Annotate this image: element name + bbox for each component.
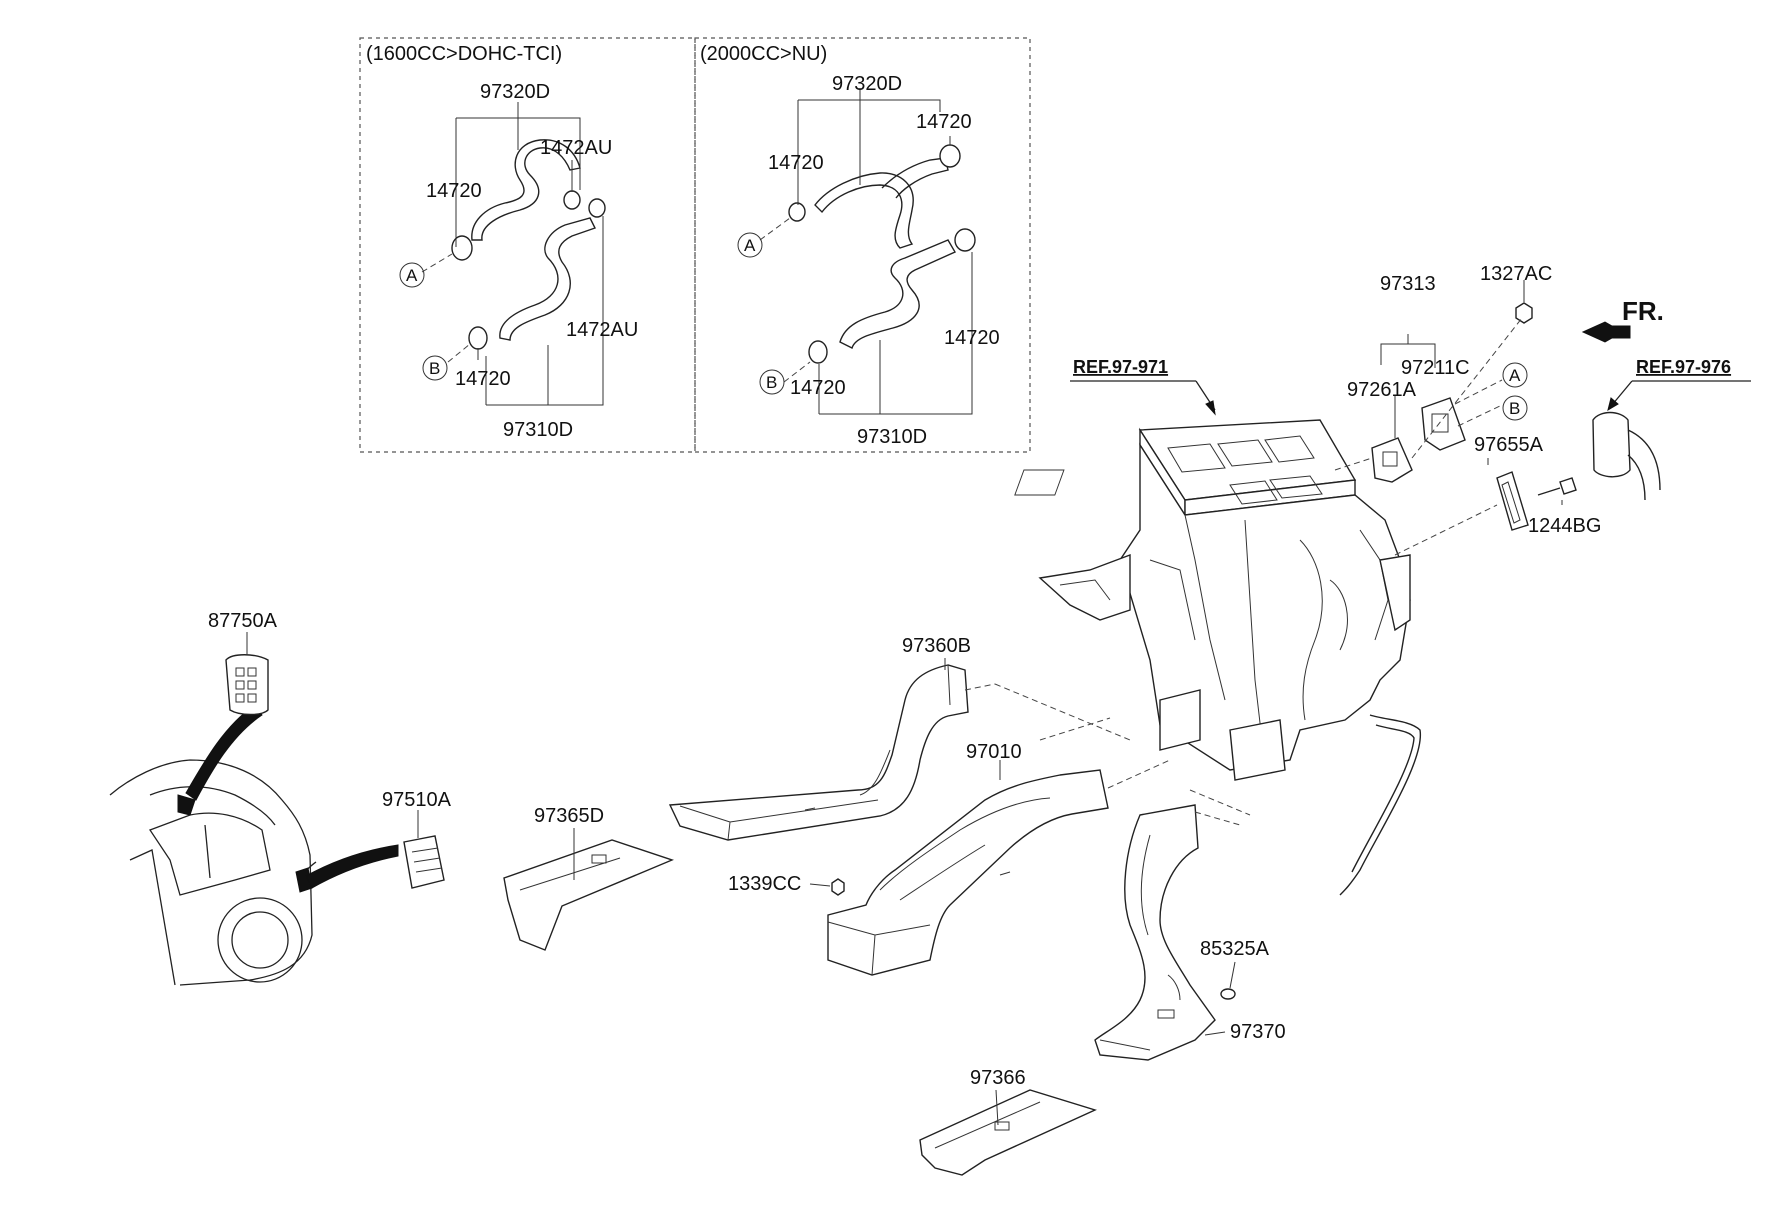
duct-97366 [919,1089,1097,1176]
clamp-icon [954,228,976,252]
svg-text:B: B [1509,399,1520,418]
clamp-icon [451,235,473,261]
part-label-85325A: 85325A [1200,938,1270,960]
part-label-97320D: 97320D [480,81,550,103]
front-direction-arrow: FR. [1581,296,1664,343]
part-label-97510A: 97510A [382,789,452,811]
nut-1327AC [1515,302,1533,324]
clip-85325A [1220,988,1236,1000]
part-label-14720: 14720 [944,327,1000,349]
part-label-97360B: 97360B [902,635,971,657]
part-label-97655A: 97655A [1474,434,1544,456]
ref-component-97976 [1592,411,1661,501]
part-label-1339CC: 1339CC [728,873,801,895]
part-label-97320D: 97320D [832,73,902,95]
part-label-97010: 97010 [966,741,1022,763]
duct-97010 [827,769,1109,976]
svg-text:B: B [766,373,777,392]
clamp-icon [808,340,828,364]
part-label-14720: 14720 [768,152,824,174]
duct-97365D [503,839,674,951]
part-label-1472AU: 1472AU [566,319,638,341]
clamp-icon [588,198,606,218]
marker-a-main: A [1502,362,1528,388]
inset-panel-1600cc: (1600CC>DOHC-TCI) [359,37,696,453]
part-label-1472AU: 1472AU [540,137,612,159]
part-label-14720: 14720 [916,111,972,133]
part-label-97261A: 97261A [1347,379,1417,401]
inset-title-2000cc: (2000CC>NU) [700,43,827,65]
svg-text:REF.97-976: REF.97-976 [1636,357,1731,377]
car-rear-view [109,759,317,986]
inset2-hoses [759,88,976,415]
seal-97655A [1496,471,1529,531]
duct-97360B [668,664,969,841]
nut-1339CC [831,878,845,896]
svg-text:A: A [744,236,756,255]
inset-title-1600cc: (1600CC>DOHC-TCI) [366,43,562,65]
part-label-14720: 14720 [790,377,846,399]
part-label-97313: 97313 [1380,273,1436,295]
marker-a-1: A [399,262,425,288]
marker-b-main: B [1502,395,1528,421]
clamp-icon [788,202,806,222]
svg-text:A: A [406,266,418,285]
part-label-97310D: 97310D [857,426,927,448]
part-label-97310D: 97310D [503,419,573,441]
part-label-97211C: 97211C [1401,357,1470,379]
part-label-97366: 97366 [970,1067,1026,1089]
pointer-arrow [185,704,263,801]
svg-text:REF.97-971: REF.97-971 [1073,357,1168,377]
duct-97370 [1094,804,1216,1061]
heater-unit [1014,419,1421,896]
part-label-14720: 14720 [426,180,482,202]
part-label-1244BG: 1244BG [1528,515,1601,537]
clamp-icon [563,190,581,210]
part-label-1327AC: 1327AC [1480,263,1552,285]
gasket-97211C [1421,397,1466,451]
part-label-14720: 14720 [455,368,511,390]
rear-vent-97510A [403,835,445,889]
ref-label-left: REF.97-971 [1070,357,1216,416]
svg-text:B: B [429,359,440,378]
clamp-icon [468,326,488,350]
part-label-87750A: 87750A [208,610,278,632]
inset-panel-2000cc: (2000CC>NU) [694,37,1031,453]
clamp-icon [939,144,961,168]
svg-text:A: A [1509,366,1521,385]
marker-b-2: B [759,369,785,395]
inset1-hoses [421,102,606,406]
marker-a-2: A [737,232,763,258]
pointer-arrow [305,844,399,889]
bolt-1244BG [1537,477,1577,496]
rear-vent-87750A [225,654,269,716]
part-label-97365D: 97365D [534,805,604,827]
part-label-97370: 97370 [1230,1021,1286,1043]
marker-b-1: B [422,355,448,381]
front-label: FR. [1622,296,1664,326]
gasket-97261A [1371,437,1413,483]
ref-label-right: REF.97-976 [1607,357,1751,412]
